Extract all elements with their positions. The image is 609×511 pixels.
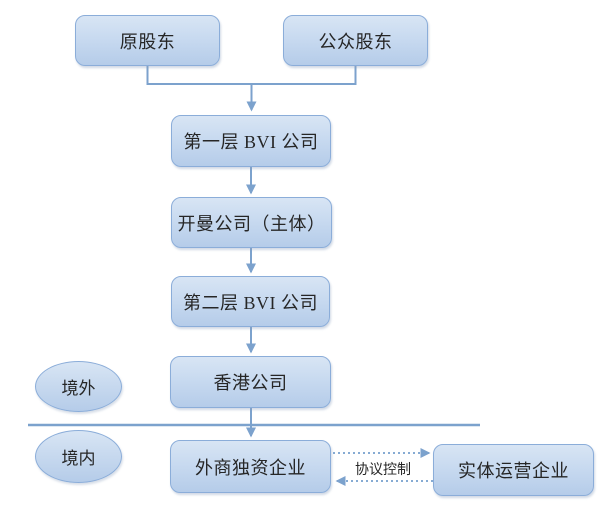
node-original-shareholders: 原股东 (75, 15, 220, 66)
node-public-shareholders: 公众股东 (283, 15, 428, 66)
node-hong-kong-company-label: 香港公司 (213, 373, 288, 393)
region-offshore-ellipse: 境外 (35, 361, 122, 412)
region-offshore-label: 境外 (61, 379, 96, 398)
node-hong-kong-company: 香港公司 (170, 356, 331, 408)
region-onshore-ellipse: 境内 (35, 430, 122, 483)
node-operating-entity: 实体运营企业 (433, 444, 594, 496)
node-operating-entity-label: 实体运营企业 (458, 461, 569, 481)
node-cayman-company-label: 开曼公司（主体） (177, 213, 326, 234)
node-original-shareholders-label: 原股东 (119, 31, 176, 52)
node-bvi-layer-2-label: 第二层 BVI 公司 (183, 292, 318, 313)
vie-control-label: 协议控制 (355, 463, 411, 478)
node-bvi-layer-2: 第二层 BVI 公司 (171, 276, 330, 327)
merge-connector (146, 66, 357, 85)
node-bvi-layer-1: 第一层 BVI 公司 (171, 115, 331, 167)
node-wfoe-label: 外商独资企业 (195, 457, 306, 478)
region-onshore-label: 境内 (61, 449, 96, 468)
node-bvi-layer-1-label: 第一层 BVI 公司 (183, 132, 319, 152)
node-public-shareholders-label: 公众股东 (318, 31, 393, 52)
node-wfoe: 外商独资企业 (170, 440, 331, 493)
node-cayman-company: 开曼公司（主体） (171, 197, 332, 248)
